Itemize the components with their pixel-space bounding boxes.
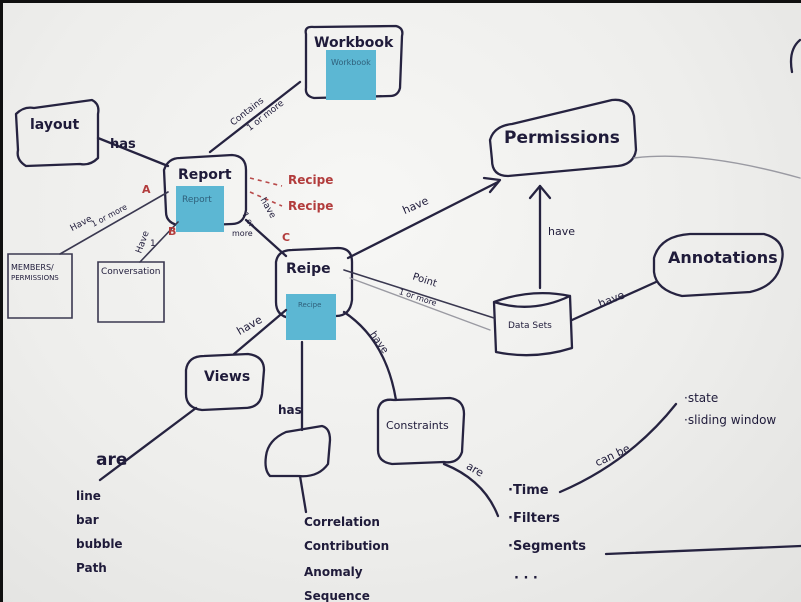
edge-datasets-annotations [570, 280, 658, 322]
constraint-type-more: · · · [514, 571, 538, 586]
edge-label-has-box: has [278, 403, 302, 417]
annotations-box [652, 232, 784, 298]
report-box [162, 153, 248, 228]
members-box [7, 253, 73, 319]
view-type-bubble: bubble [76, 537, 123, 551]
constraints-box [376, 396, 466, 466]
workbook-box [304, 24, 404, 100]
edge-empty-list [298, 474, 308, 514]
photo-frame-left [0, 0, 3, 602]
views-box [184, 352, 266, 412]
constraint-type-time: ·Time [508, 483, 549, 498]
edge-recipe-permissions [346, 180, 500, 260]
edge-label-has: has [110, 137, 136, 152]
constraint-type-segments: ·Segments [508, 539, 586, 554]
datasets-label: Data Sets [508, 321, 552, 331]
views-label: Views [204, 369, 251, 385]
constraints-label: Constraints [386, 419, 449, 432]
time-type-state: ·state [684, 391, 719, 405]
edge-label-one: 1 [150, 239, 156, 249]
report-note-label: Report [182, 195, 212, 205]
datasets-cylinder [492, 291, 574, 357]
view-type-bar: bar [76, 513, 99, 527]
edge-report-recipe [244, 218, 288, 258]
edge-layout-report [96, 136, 170, 168]
arrowhead-datasets [528, 184, 552, 200]
constraint-type-filters: ·Filters [508, 511, 560, 526]
recipe-label: Reipe [286, 261, 331, 277]
photo-frame-top [0, 0, 801, 3]
edge-recipe-views [232, 308, 288, 356]
edge-recipe-constraints [342, 310, 398, 402]
edge-label-are-views: are [96, 450, 128, 470]
annotations-label: Annotations [668, 248, 778, 267]
edge-report-red-1 [249, 177, 283, 187]
analysis-type-sequence: Sequence [304, 589, 370, 602]
top-right-arc [789, 38, 801, 74]
arrowhead-permissions [482, 176, 502, 194]
time-type-sliding-window: ·sliding window [684, 413, 777, 427]
permissions-box [488, 98, 638, 178]
permissions-label: Permissions [504, 128, 620, 148]
edge-segments-line [604, 544, 801, 556]
red-recipe-2: Recipe [288, 199, 334, 213]
members-label: MEMBERS/ [11, 263, 54, 272]
workbook-label: Workbook [314, 35, 394, 51]
recipe-box [274, 246, 354, 320]
edge-label-more: more [232, 229, 253, 238]
edge-report-workbook [208, 80, 302, 154]
members-label-2: PERMISSIONS [11, 274, 59, 282]
analysis-type-anomaly: Anomaly [304, 565, 363, 579]
layout-box [14, 98, 100, 168]
edge-members-report [59, 191, 169, 255]
report-sticky-note [176, 186, 224, 232]
analysis-type-correlation: Correlation [304, 515, 380, 529]
conversation-box [97, 261, 165, 323]
edge-recipe-datasets-2 [349, 277, 491, 331]
empty-box [264, 424, 332, 478]
edge-label-have-datasets-permissions: have [548, 225, 575, 238]
edge-conversation-report [139, 221, 179, 263]
recipe-sticky-note [286, 294, 336, 340]
view-type-line: line [76, 489, 101, 503]
edge-permissions-annotations [633, 155, 801, 179]
mark-b: B [168, 225, 177, 238]
edge-views-list [98, 406, 198, 482]
edge-time-canbe [558, 402, 678, 494]
report-label: Report [178, 167, 232, 183]
mark-c: C [282, 231, 291, 244]
analysis-type-contribution: Contribution [304, 539, 390, 553]
workbook-sticky-note [326, 50, 376, 100]
recipe-note-label: Recipe [298, 301, 322, 309]
edge-constraints-list [442, 462, 500, 518]
conversation-label: Conversation [101, 267, 161, 277]
mark-a: A [142, 183, 151, 196]
layout-label: layout [30, 117, 80, 133]
workbook-note-label: Workbook [331, 58, 371, 67]
edge-report-red-2 [249, 191, 283, 207]
edge-recipe-datasets [343, 269, 495, 319]
view-type-path: Path [76, 561, 107, 575]
red-recipe-1: Recipe [288, 173, 334, 187]
